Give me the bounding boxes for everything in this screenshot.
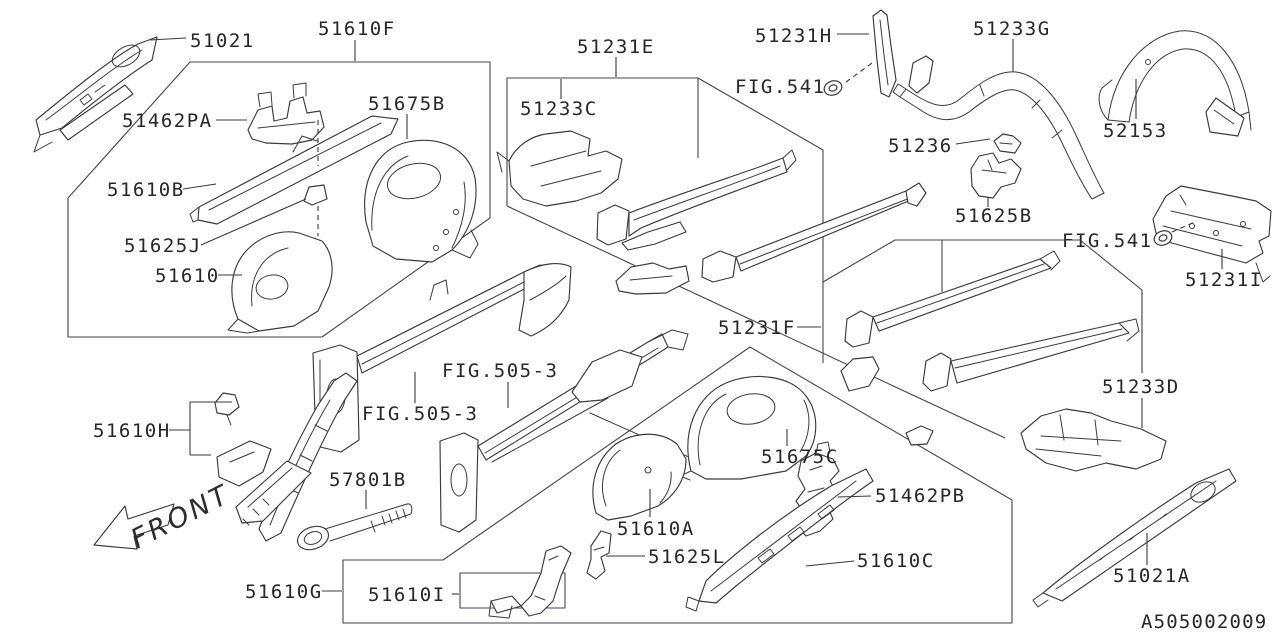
part-sketch-57801B	[296, 503, 413, 551]
part-sketch-51462PA	[247, 82, 325, 145]
leader-line-51236	[955, 138, 991, 145]
group-box-51231F	[822, 239, 1143, 292]
dashed-leader-line	[845, 62, 873, 83]
leader-line-51021	[149, 37, 187, 41]
part-label-51233g[interactable]: 51233G	[973, 18, 1051, 40]
dashed-leader-line	[1171, 220, 1198, 233]
leader-line-51610b	[182, 183, 217, 190]
group-box-51231E	[506, 77, 1006, 439]
front-arrow-icon	[93, 503, 175, 550]
part-label-51021[interactable]: 51021	[190, 30, 255, 52]
part-sketch-51021A	[1032, 468, 1237, 608]
part-label-51231e[interactable]: 51231E	[577, 36, 655, 58]
leader-line-51610c	[805, 560, 855, 567]
part-sketch-51610	[227, 231, 333, 334]
part-sketch-51610A	[592, 433, 687, 521]
part-label-52153[interactable]: 52153	[1103, 120, 1168, 142]
leader-line-51625j	[200, 198, 307, 246]
part-sketch-51675B	[364, 139, 479, 263]
part-sketch-51675C	[679, 376, 817, 481]
part-label-51675b[interactable]: 51675B	[368, 93, 446, 115]
grommets-layer	[823, 80, 1173, 246]
part-labels-layer: 51021 51610F 51462PA 51675B 51610B 51625J 5161…	[93, 18, 1263, 606]
part-sketch-side-rail-rear	[439, 329, 701, 533]
part-sketch-51233G	[892, 71, 1105, 200]
part-label-fig-505-3[interactable]: FIG.505-3	[362, 403, 478, 425]
part-label-51625b[interactable]: 51625B	[955, 205, 1033, 227]
part-sketch-52153	[1098, 30, 1252, 137]
part-label-51675c[interactable]: 51675C	[761, 446, 839, 468]
part-label-51610f[interactable]: 51610F	[318, 18, 396, 40]
group-boxes	[67, 61, 1143, 624]
part-label-51233d[interactable]: 51233D	[1102, 376, 1180, 398]
part-label-51610h[interactable]: 51610H	[93, 420, 171, 442]
part-label-51462pb[interactable]: 51462PB	[875, 485, 966, 507]
part-sketch-51233D	[1020, 408, 1167, 472]
part-label-fig-505-3[interactable]: FIG.505-3	[442, 360, 558, 382]
part-sketch-51610C	[685, 468, 874, 612]
part-sketch-51625B	[970, 152, 1022, 199]
part-label-51610b[interactable]: 51610B	[107, 179, 185, 201]
part-label-51610g[interactable]: 51610G	[245, 581, 323, 603]
grommet-icon	[1153, 230, 1173, 246]
part-sketch-51610I	[488, 545, 572, 619]
leader-lines-layer	[149, 33, 1223, 595]
part-label-51625j[interactable]: 51625J	[124, 235, 202, 257]
group-box-51610I	[459, 572, 566, 609]
part-sketch-51610B	[189, 115, 399, 225]
part-label-51231i[interactable]: 51231I	[1185, 269, 1263, 291]
part-label-51610[interactable]: 51610	[155, 265, 220, 287]
part-sketch-51236	[993, 133, 1022, 154]
part-label-51233c[interactable]: 51233C	[520, 98, 598, 120]
part-label-51236[interactable]: 51236	[888, 135, 953, 157]
part-label-51625l[interactable]: 51625L	[648, 546, 726, 568]
part-sketch-51021	[33, 36, 158, 153]
part-sketch-51233C	[496, 130, 623, 207]
figure-code: A505002009	[1141, 611, 1267, 633]
part-label-57801b[interactable]: 57801B	[329, 469, 407, 491]
part-label-51610i[interactable]: 51610I	[368, 584, 446, 606]
part-label-fig-541[interactable]: FIG.541	[1062, 230, 1153, 252]
part-sketch-51231H	[872, 9, 934, 98]
grommet-icon	[823, 80, 843, 96]
part-label-51021a[interactable]: 51021A	[1113, 565, 1191, 587]
part-sketches	[33, 9, 1272, 619]
leader-line-51462pb	[837, 495, 872, 498]
part-sketch-51231E-rails	[596, 149, 927, 295]
part-sketch-51625L	[586, 530, 612, 580]
part-sketch-51231I	[1152, 185, 1272, 283]
group-box-51610F	[67, 61, 491, 338]
part-label-51610c[interactable]: 51610C	[857, 550, 935, 572]
part-label-51610a[interactable]: 51610A	[617, 518, 695, 540]
part-label-51231h[interactable]: 51231H	[755, 25, 833, 47]
group-box-bottom-center	[342, 346, 1013, 624]
part-label-fig-541[interactable]: FIG.541	[735, 76, 826, 98]
part-sketch-51231F-rails	[840, 250, 1140, 446]
part-sketch-51625J	[303, 184, 328, 206]
part-sketch-51610H	[214, 372, 358, 542]
part-label-51462pa[interactable]: 51462PA	[122, 110, 213, 132]
part-label-51231f[interactable]: 51231F	[718, 317, 796, 339]
